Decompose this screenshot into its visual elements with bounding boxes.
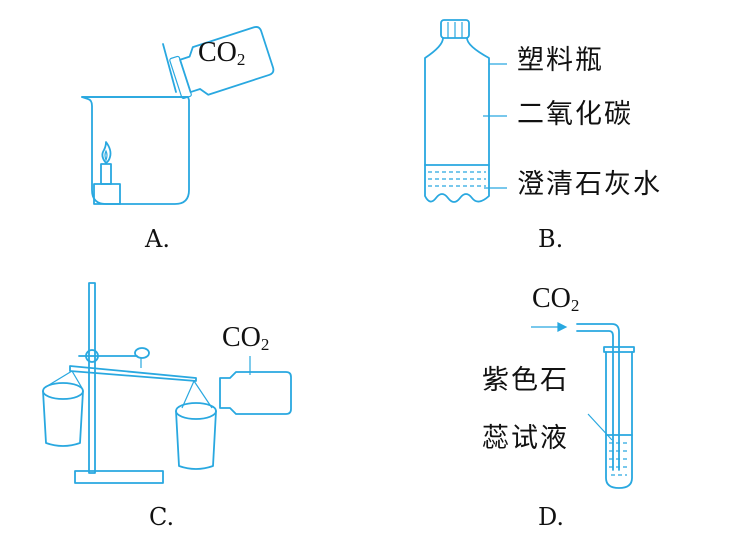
right-cup [175, 410, 217, 470]
co2-gas-bottle-c [219, 371, 292, 415]
test-tube [605, 351, 633, 489]
formula-co2-a: CO2 [198, 37, 246, 69]
beaker [81, 96, 190, 205]
label-limewater: 澄清石灰水 [517, 169, 662, 200]
label-litmus-line1: 紫色石 [482, 365, 569, 396]
caption-a: A. [145, 225, 170, 253]
stand-base [74, 470, 164, 484]
caption-c: C. [149, 503, 175, 531]
label-litmus-line2: 蕊试液 [482, 423, 569, 454]
glass-plate [162, 43, 177, 93]
label-plastic-bottle: 塑料瓶 [517, 45, 604, 76]
plastic-bottle [424, 37, 490, 203]
test-tube-rim [603, 346, 635, 353]
delivery-tube [576, 323, 620, 471]
candle [100, 163, 112, 185]
panel-c-apparatus [42, 282, 292, 484]
counterweight [134, 347, 150, 359]
panel-d-apparatus [531, 322, 635, 489]
stand-rod [88, 282, 96, 474]
label-carbon-dioxide: 二氧化碳 [517, 99, 633, 130]
panel-b-apparatus [424, 19, 507, 203]
caption-b: B. [538, 225, 564, 253]
panel-a-apparatus [81, 26, 275, 205]
candle-block [93, 183, 121, 205]
formula-co2-d: CO2 [532, 283, 580, 315]
balance-beam [69, 365, 197, 382]
leader-line [587, 413, 613, 441]
formula-co2-c: CO2 [222, 322, 270, 354]
left-cup [42, 390, 84, 447]
caption-d: D. [538, 503, 565, 531]
clamp [85, 349, 99, 363]
flame-icon [101, 141, 112, 164]
co2-gas-bottle-a [169, 26, 275, 100]
